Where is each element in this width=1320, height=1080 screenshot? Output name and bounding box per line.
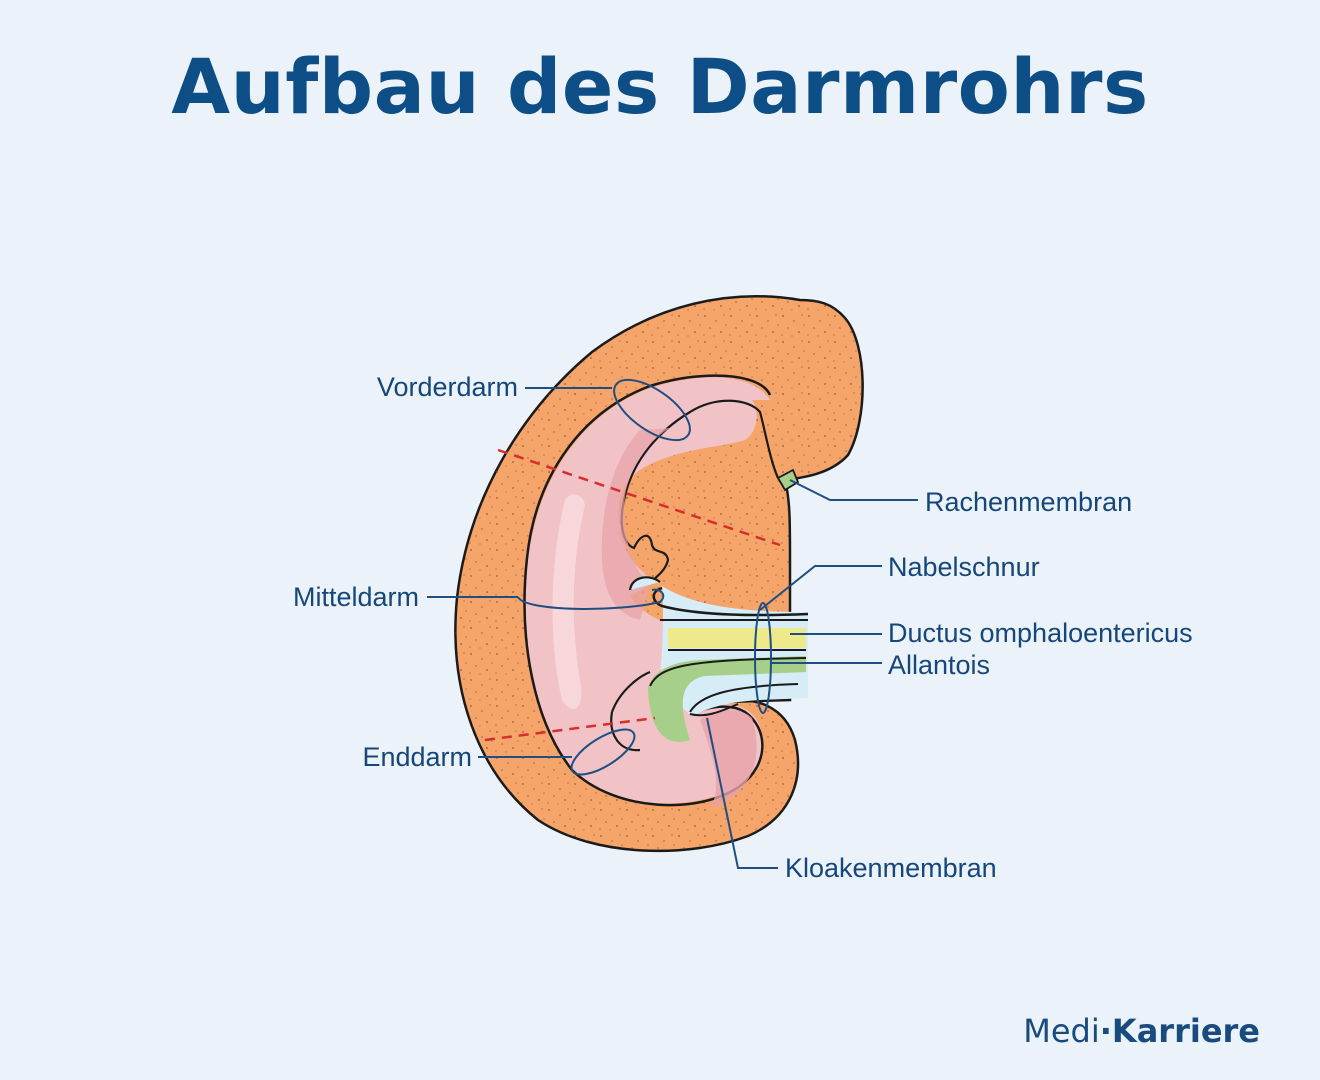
label-enddarm: Enddarm: [362, 742, 472, 772]
brand-separator: ·: [1099, 1012, 1112, 1050]
allantois-band: [648, 656, 806, 742]
label-rachenmembran: Rachenmembran: [925, 487, 1132, 517]
label-nabelschnur: Nabelschnur: [888, 552, 1040, 582]
label-kloakenmembran: Kloakenmembran: [785, 853, 997, 883]
section-line-upper: [497, 448, 781, 547]
rachenmembran-shape: [776, 468, 800, 492]
brand-logo: Medi·Karriere: [1023, 1012, 1260, 1050]
guide-lines: [427, 378, 918, 869]
ductus-band: [668, 628, 806, 648]
brand-part1: Medi: [1023, 1012, 1100, 1050]
label-allantois: Allantois: [888, 650, 990, 680]
gut-tube: [523, 374, 780, 808]
brand-part2: Karriere: [1111, 1012, 1260, 1050]
label-ductus: Ductus omphaloentericus: [888, 618, 1193, 648]
label-vorderdarm: Vorderdarm: [377, 372, 518, 402]
label-mitteldarm: Mitteldarm: [293, 582, 419, 612]
section-line-lower: [484, 716, 656, 742]
page-title: Aufbau des Darmrohrs: [171, 42, 1149, 131]
